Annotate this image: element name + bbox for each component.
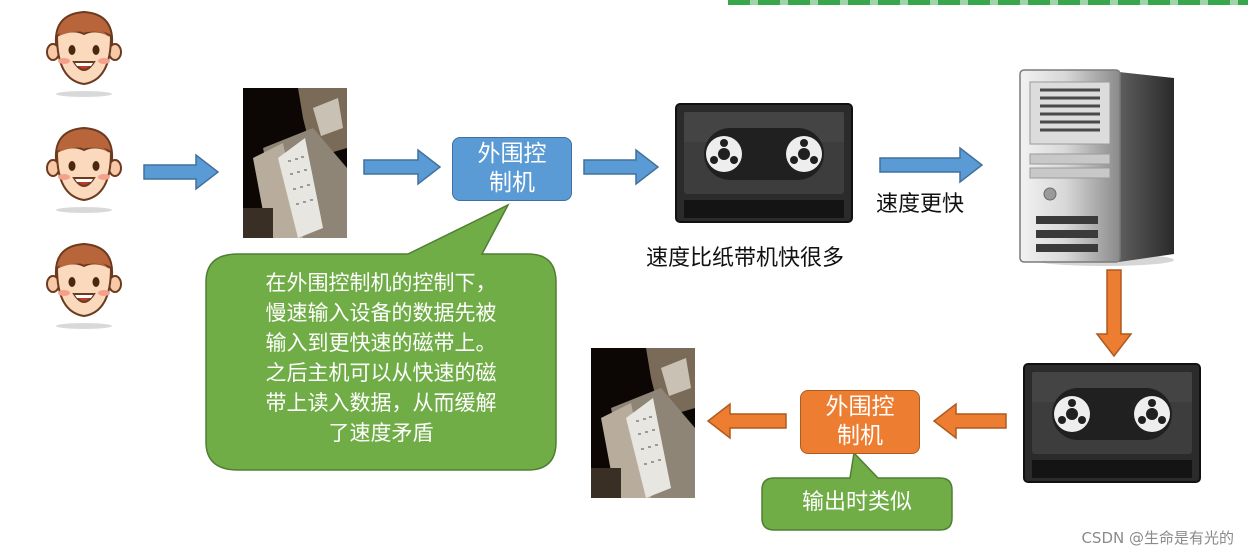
arrow-left (706, 402, 787, 440)
arrow-right (143, 153, 220, 191)
callout-bubble-main (205, 203, 557, 471)
arrow-left (932, 402, 1007, 440)
arrow-right (879, 146, 984, 184)
tape-speed-label: 速度比纸带机快很多 (646, 246, 845, 271)
peripheral-controller-node: 外围控 制机 (452, 137, 572, 201)
arrow-right (583, 148, 660, 186)
watermark: CSDN @生命是有光的 (1081, 529, 1234, 547)
peripheral-controller-label: 外围控 制机 (825, 394, 895, 449)
peripheral-controller-node: 外围控 制机 (800, 390, 920, 454)
punched-tape-machine-photo (591, 348, 695, 498)
magnetic-tape-icon (1023, 363, 1201, 483)
callout-output-text: 输出时类似 (801, 490, 912, 515)
computer-tower-icon (1019, 69, 1174, 266)
magnetic-tape-icon (675, 103, 853, 223)
callout-main-text: 在外围控制机的控制下， 慢速输入设备的数据先被 输入到更快速的磁带上。 之后主机… (265, 271, 497, 445)
punched-tape-machine-photo (243, 88, 347, 238)
arrow-down (1095, 269, 1133, 358)
faster-speed-label: 速度更快 (876, 192, 965, 217)
arrow-right (363, 148, 442, 186)
top-decoration-bar (728, 0, 1248, 5)
peripheral-controller-label: 外围控 制机 (477, 141, 547, 196)
callout-bubble-output (761, 451, 953, 531)
